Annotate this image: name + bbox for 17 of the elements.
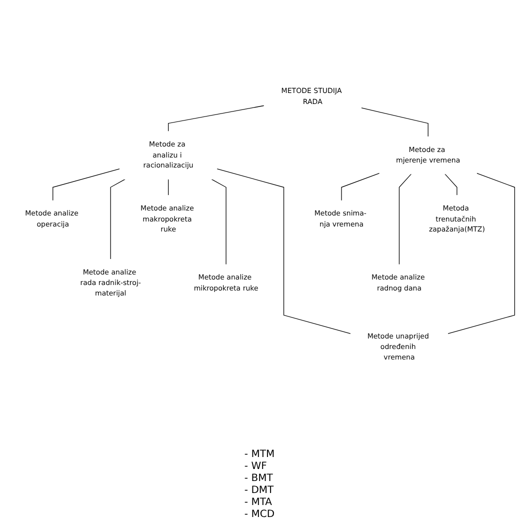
connector xyxy=(444,174,458,196)
connector xyxy=(110,178,126,260)
connector xyxy=(360,108,428,138)
list-item: - DMT xyxy=(244,485,274,497)
connector xyxy=(211,178,226,265)
list-item: - MCD xyxy=(244,509,275,521)
list-item: - WF xyxy=(244,461,267,473)
connector xyxy=(52,168,120,201)
connector xyxy=(216,168,351,334)
list-item: - MTA xyxy=(244,497,272,509)
list-item: - BMT xyxy=(244,473,273,485)
connector xyxy=(398,174,412,265)
connector xyxy=(341,172,380,201)
connector xyxy=(447,172,515,334)
list-item: - MTM xyxy=(244,449,275,461)
connector xyxy=(168,178,169,196)
connector xyxy=(168,105,264,132)
